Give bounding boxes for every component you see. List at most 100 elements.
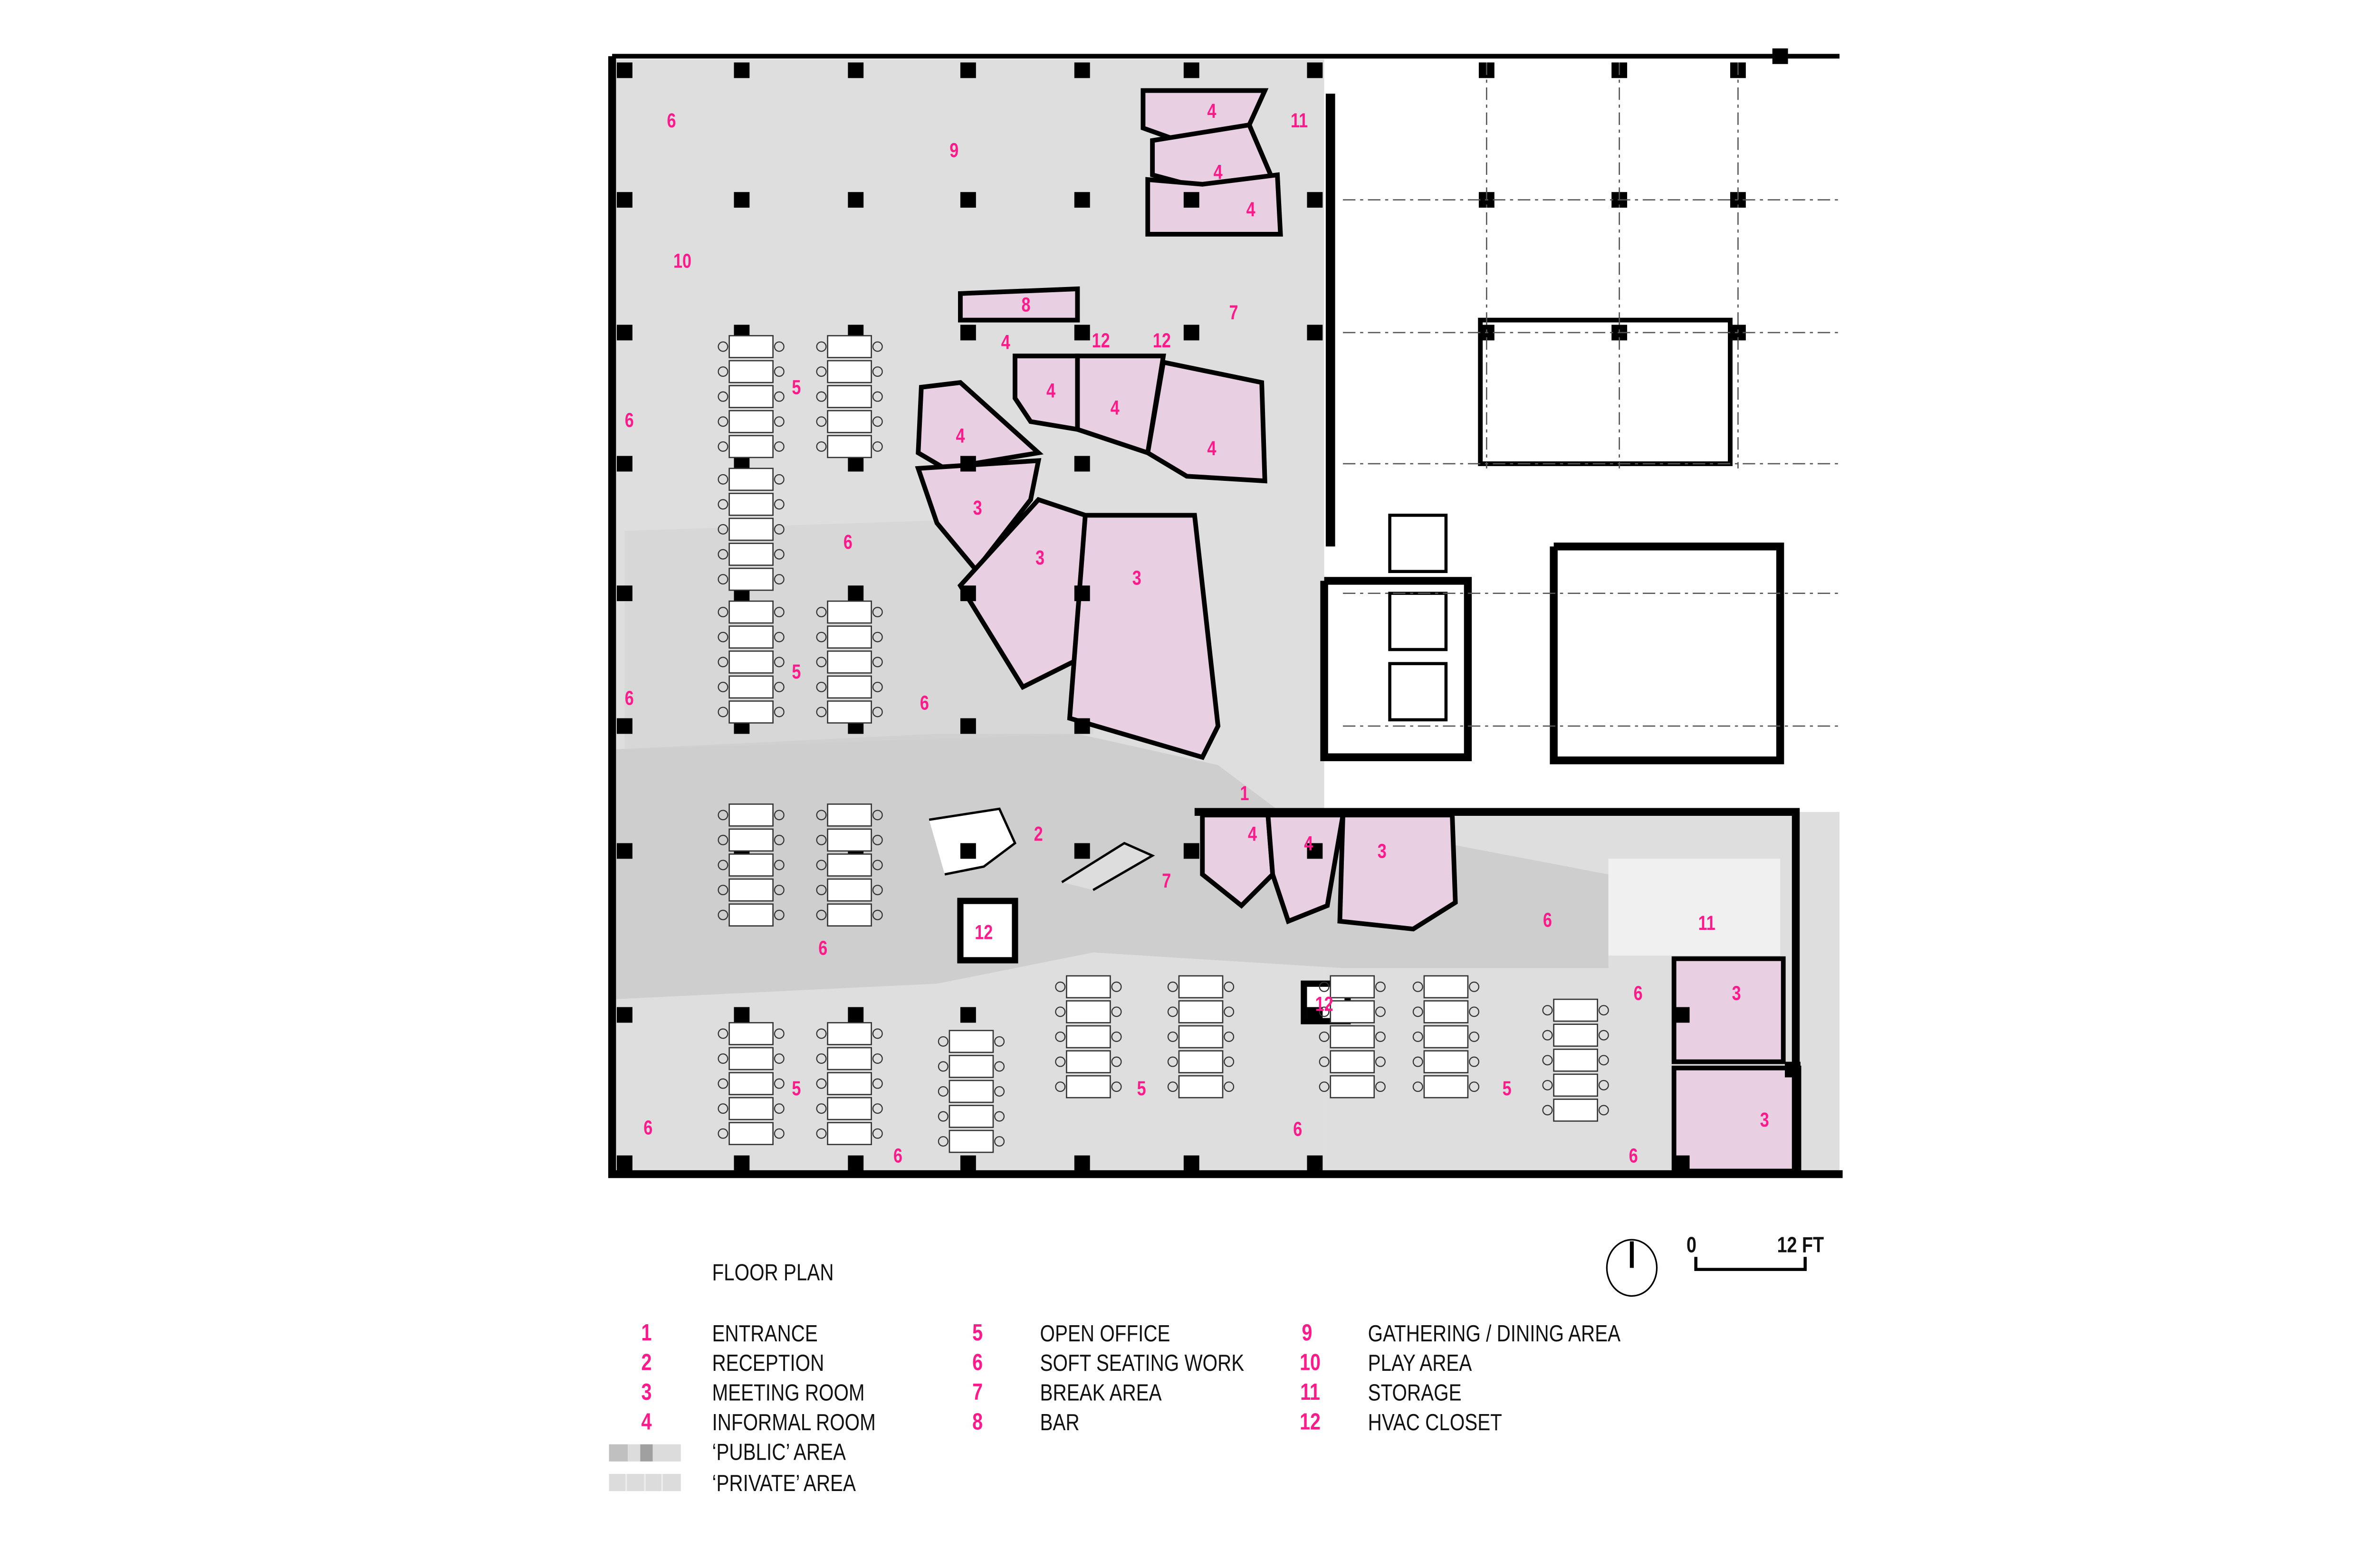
chair bbox=[1167, 1006, 1178, 1017]
chair bbox=[1319, 1081, 1330, 1092]
desk bbox=[728, 335, 774, 358]
desk-clusters bbox=[718, 335, 1609, 1153]
desk bbox=[827, 360, 872, 383]
chair bbox=[774, 499, 785, 510]
chair bbox=[718, 707, 728, 717]
desk bbox=[728, 828, 774, 852]
chair bbox=[718, 574, 728, 585]
room-number-label: 6 bbox=[1629, 1144, 1638, 1167]
structural-column bbox=[848, 1007, 864, 1023]
chair bbox=[872, 341, 883, 352]
desk bbox=[1553, 998, 1598, 1022]
chair bbox=[718, 810, 728, 821]
chair bbox=[1055, 981, 1066, 992]
chair bbox=[816, 366, 827, 377]
chair bbox=[1469, 1056, 1480, 1067]
chair bbox=[1111, 1081, 1122, 1092]
chair bbox=[1542, 1105, 1553, 1116]
desk bbox=[827, 1122, 872, 1146]
elevator bbox=[1388, 514, 1448, 573]
chair bbox=[774, 341, 785, 352]
chair bbox=[1598, 1080, 1609, 1090]
desk bbox=[827, 853, 872, 877]
chair bbox=[1375, 981, 1386, 992]
chair bbox=[1055, 1006, 1066, 1017]
chair bbox=[1469, 1006, 1480, 1017]
legend-number: 2 bbox=[641, 1349, 652, 1377]
desk bbox=[827, 410, 872, 433]
chair bbox=[718, 1078, 728, 1089]
chair bbox=[816, 1053, 827, 1064]
chair bbox=[774, 574, 785, 585]
legend-label: BREAK AREA bbox=[1040, 1380, 1162, 1407]
desk bbox=[728, 700, 774, 724]
desk bbox=[1330, 1075, 1375, 1099]
desk bbox=[728, 803, 774, 827]
desk bbox=[948, 1080, 994, 1103]
desk bbox=[1178, 1075, 1224, 1099]
chair bbox=[1412, 981, 1423, 992]
interior-wall bbox=[1194, 808, 1800, 1171]
desk bbox=[728, 853, 774, 877]
desk bbox=[1066, 1075, 1111, 1099]
chair bbox=[1469, 1031, 1480, 1042]
legend-number: 10 bbox=[1300, 1349, 1321, 1377]
structural-column bbox=[1074, 718, 1090, 734]
desk bbox=[1330, 1000, 1375, 1023]
chair bbox=[1111, 981, 1122, 992]
room-number-label: 6 bbox=[667, 108, 676, 132]
chair bbox=[718, 441, 728, 452]
chair bbox=[816, 1078, 827, 1089]
chair bbox=[938, 1086, 948, 1097]
desk bbox=[827, 435, 872, 459]
chair bbox=[774, 607, 785, 618]
plan-title: FLOOR PLAN bbox=[712, 1260, 834, 1287]
chair bbox=[1111, 1006, 1122, 1017]
chair bbox=[774, 681, 785, 692]
legend-label: MEETING ROOM bbox=[712, 1380, 865, 1407]
chair bbox=[872, 1128, 883, 1139]
chair bbox=[718, 1053, 728, 1064]
legend-label: PLAY AREA bbox=[1368, 1350, 1472, 1377]
structural-column bbox=[1183, 843, 1199, 859]
room-number-label: 3 bbox=[1377, 839, 1387, 863]
chair bbox=[1167, 1056, 1178, 1067]
structural-column bbox=[960, 718, 976, 734]
desk bbox=[1423, 1025, 1469, 1049]
chair bbox=[718, 1128, 728, 1139]
room-number-label: 3 bbox=[1132, 566, 1141, 590]
desk bbox=[1553, 1023, 1598, 1047]
desk bbox=[728, 385, 774, 408]
chair bbox=[816, 834, 827, 845]
informal-room bbox=[1145, 359, 1267, 484]
structural-column bbox=[960, 585, 976, 602]
chair bbox=[774, 1078, 785, 1089]
chair bbox=[1167, 981, 1178, 992]
chair bbox=[1319, 1056, 1330, 1067]
desk bbox=[1423, 975, 1469, 999]
desk bbox=[728, 360, 774, 383]
room-number-label: 8 bbox=[1021, 293, 1031, 316]
chair bbox=[872, 1053, 883, 1064]
room-number-label: 7 bbox=[1162, 869, 1171, 893]
chair bbox=[1375, 1031, 1386, 1042]
desk bbox=[827, 625, 872, 649]
structural-column bbox=[1074, 843, 1090, 859]
chair bbox=[718, 341, 728, 352]
chair bbox=[1319, 981, 1330, 992]
desk bbox=[827, 1022, 872, 1045]
private-area-swatch bbox=[609, 1474, 681, 1492]
legend-label: ENTRANCE bbox=[712, 1321, 818, 1348]
room-number-label: 6 bbox=[843, 530, 853, 554]
chair bbox=[816, 860, 827, 870]
room-number-label: 6 bbox=[624, 686, 634, 710]
chair bbox=[872, 366, 883, 377]
structural-column bbox=[1785, 1061, 1801, 1078]
chair bbox=[994, 1061, 1005, 1072]
room-number-label: 4 bbox=[1213, 160, 1223, 184]
desk bbox=[827, 803, 872, 827]
chair bbox=[1598, 1005, 1609, 1016]
chair bbox=[938, 1111, 948, 1122]
structural-column bbox=[1772, 48, 1788, 64]
